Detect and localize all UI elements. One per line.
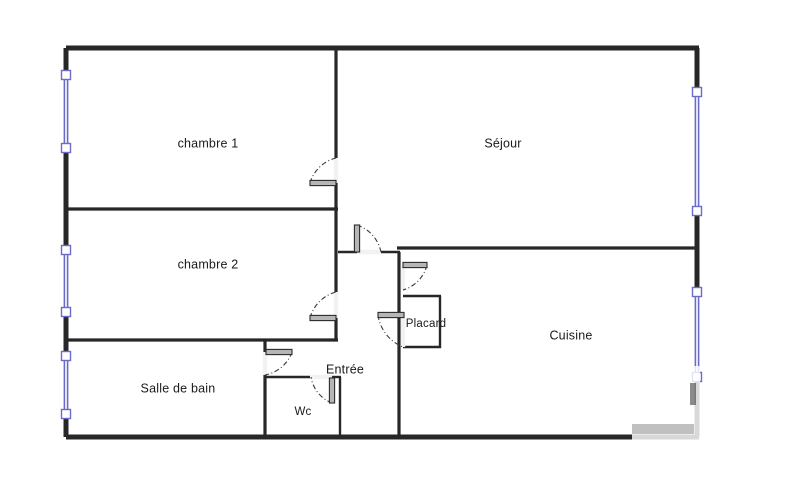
- window-left-1: [60, 69, 72, 154]
- door-sejour-entree: [353, 224, 382, 255]
- window-left-3-node-2: [60, 408, 72, 420]
- window-right-1-node-2: [691, 205, 703, 217]
- door-chambre-1: [309, 157, 339, 187]
- room-label-sejour: Séjour: [484, 136, 521, 150]
- room-label-cuisine: Cuisine: [549, 328, 592, 342]
- room-label-wc: Wc: [294, 406, 311, 418]
- room-label-chambre-1: chambre 1: [178, 136, 239, 150]
- room-label-chambre-2: chambre 2: [178, 257, 239, 271]
- door-placard-leaf: [377, 311, 405, 319]
- room-labels-layer: chambre 1 Séjour chambre 2 Cuisine PlacardEn…: [141, 136, 593, 418]
- door-placard: [377, 311, 406, 348]
- door-wc-leaf: [328, 377, 336, 404]
- window-left-2-node-1: [60, 244, 72, 256]
- door-sejour-entree-leaf: [353, 224, 361, 253]
- window-left-1-node-2: [60, 142, 72, 154]
- window-left-3: [60, 350, 72, 420]
- window-right-1: [691, 86, 703, 217]
- room-label-entree: Entrée: [326, 362, 364, 376]
- door-wc: [310, 374, 336, 404]
- watermark-layer: [632, 366, 700, 441]
- window-right-1-node-1: [691, 86, 703, 98]
- doors-layer: [262, 157, 428, 404]
- door-cuisine-entree-leaf: [402, 261, 428, 269]
- room-label-placard: Placard: [406, 318, 446, 330]
- window-left-2-node-2: [60, 306, 72, 318]
- door-salle-de-bain-leaf: [265, 348, 293, 356]
- door-salle-de-bain: [262, 348, 293, 376]
- corner-watermark-mark: [690, 383, 696, 405]
- door-cuisine-entree: [400, 261, 428, 291]
- window-left-2: [60, 244, 72, 318]
- door-chambre-2-leaf: [309, 314, 337, 322]
- window-left-3-node-1: [60, 350, 72, 362]
- window-right-2-node-1: [691, 286, 703, 298]
- room-label-salle-de-bain: Salle de bain: [141, 381, 216, 395]
- window-left-1-node-1: [60, 69, 72, 81]
- door-chambre-1-leaf: [309, 179, 337, 187]
- door-placard-swing-arc: [377, 314, 404, 348]
- door-chambre-2: [309, 291, 339, 322]
- corner-watermark-strip: [632, 424, 694, 434]
